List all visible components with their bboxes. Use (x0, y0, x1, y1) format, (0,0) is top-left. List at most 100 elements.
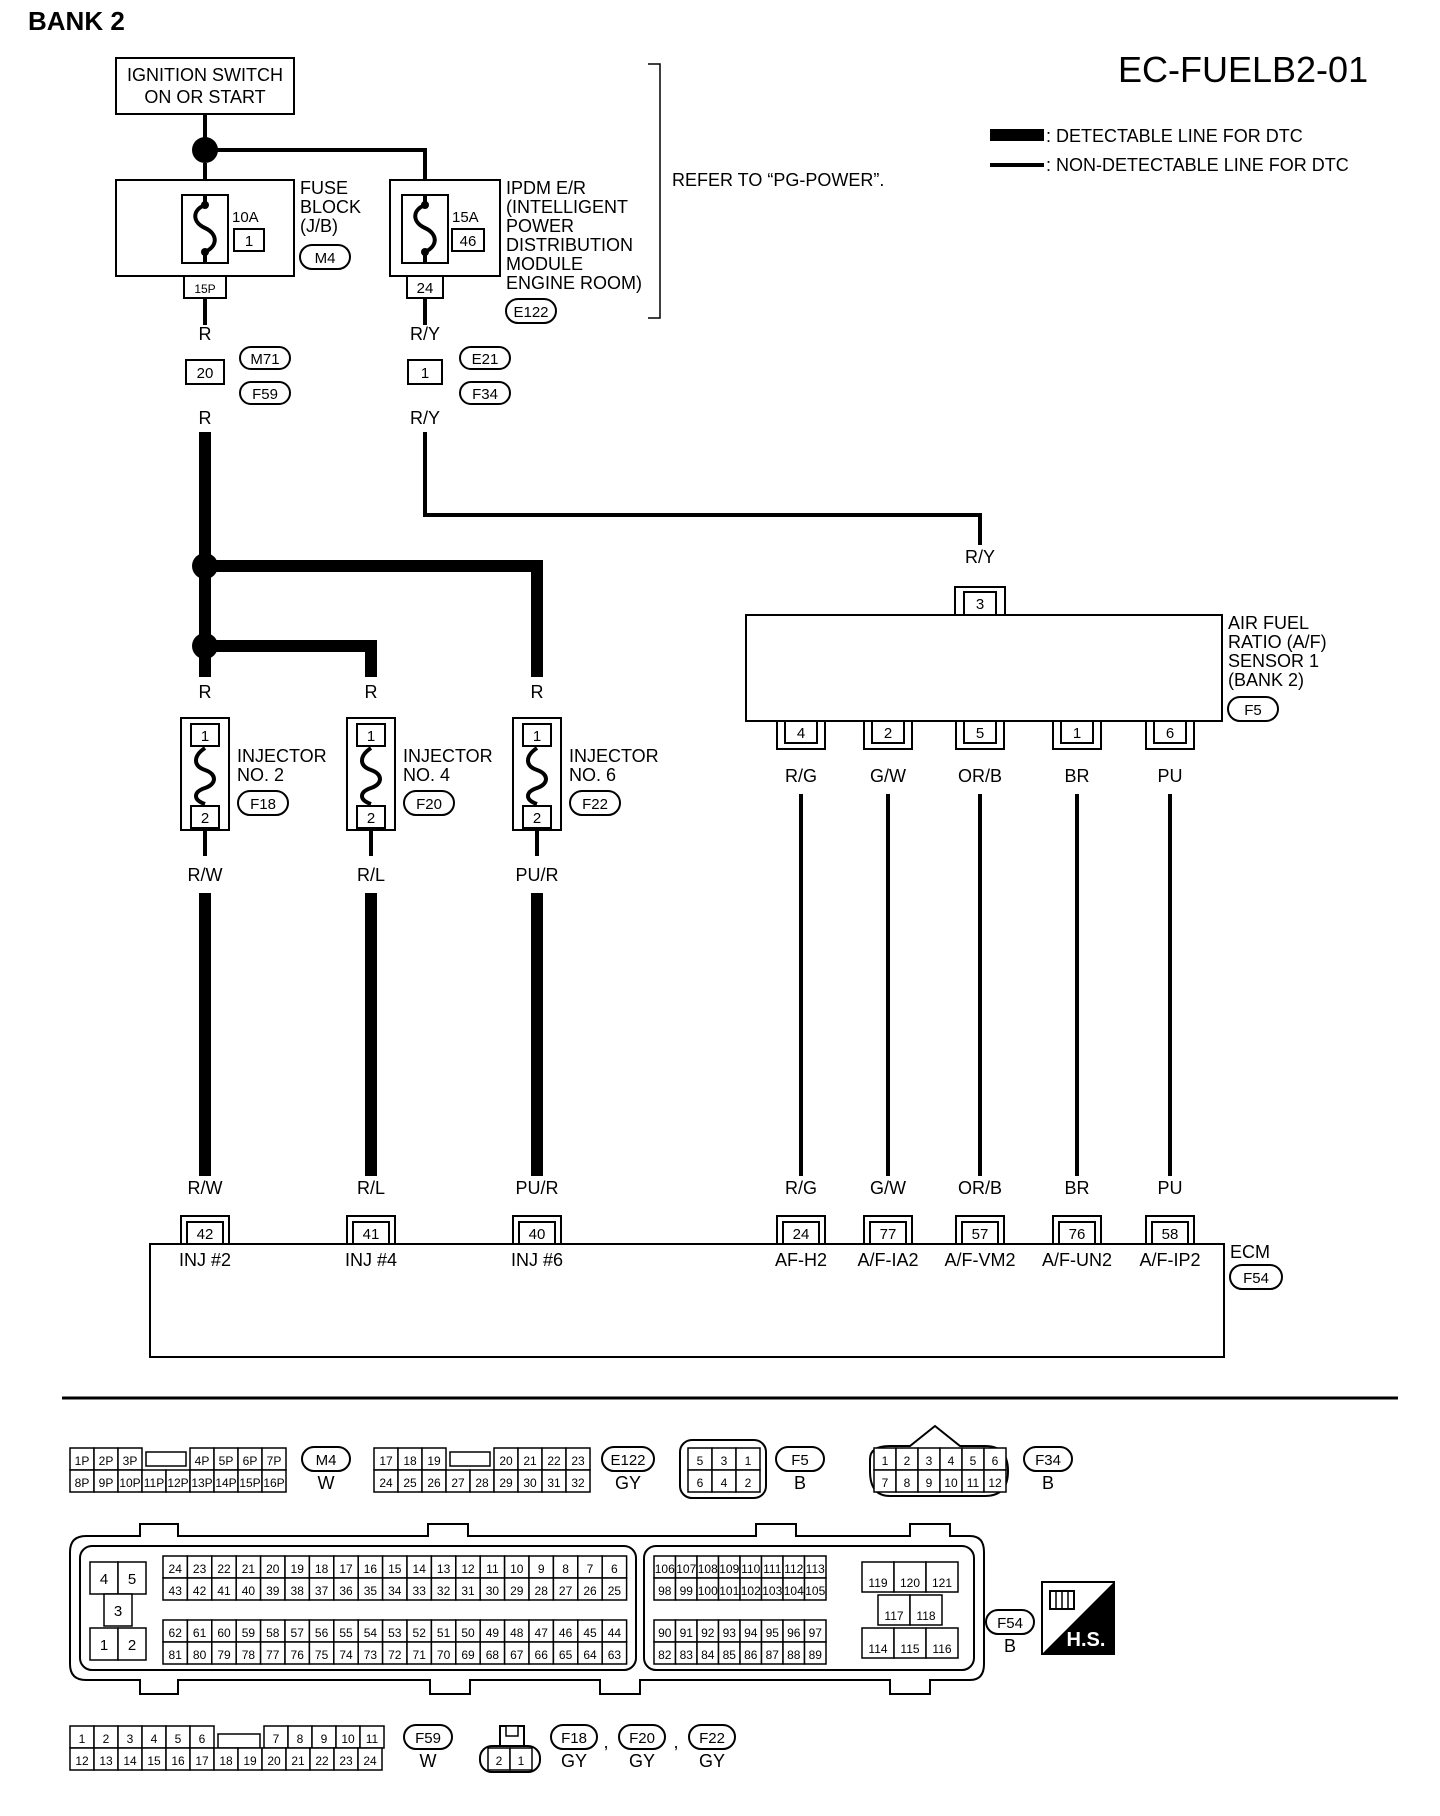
fuse-block: 10A 1 FUSE BLOCK (J/B) M4 15P (115, 178, 361, 299)
pin-cell: 21 (523, 1454, 537, 1468)
ipdm: 15A 46 IPDM E/R (INTELLIGENT POWER DISTR… (389, 178, 642, 324)
pin-cell: 119 (868, 1576, 887, 1590)
wire-color: OR/B (958, 766, 1002, 786)
connector-name: F59 (415, 1730, 441, 1747)
pin-cell: 121 (932, 1576, 952, 1590)
pin-cell: 100 (698, 1584, 718, 1598)
fuse-block-connector: M4 (315, 250, 336, 267)
splice-left: 20 M71 F59 R (185, 346, 291, 428)
pin-cell: 7P (267, 1454, 282, 1468)
connector-name: M4 (316, 1452, 337, 1469)
pin-cell: 118 (916, 1609, 935, 1623)
pin-cell: 94 (744, 1626, 758, 1640)
coil-icon (360, 746, 382, 806)
pin-cell: 28 (535, 1584, 549, 1598)
splice-connector: E21 (472, 351, 499, 368)
pin-cell: 90 (658, 1626, 672, 1640)
pin-cell: 68 (486, 1648, 500, 1662)
wire-color: R/L (357, 1178, 385, 1198)
fuse-block-label-2: BLOCK (300, 197, 361, 217)
splice-pin: 20 (197, 365, 214, 382)
pin-cell: 31 (547, 1476, 561, 1490)
connector-color: B (1042, 1473, 1054, 1493)
pin-cell: 4 (721, 1476, 728, 1490)
non-detectable-line-sample (990, 163, 1044, 167)
wire-color: R (531, 682, 544, 702)
pin-cell: 19 (243, 1754, 257, 1768)
connector-name: F5 (791, 1452, 809, 1469)
ipdm-number: 46 (460, 233, 477, 250)
pin-cell: 63 (608, 1648, 622, 1662)
pin-cell: 3 (721, 1454, 728, 1468)
pin-cell: 120 (900, 1576, 920, 1590)
pin-cell: 1 (745, 1454, 752, 1468)
legend: : DETECTABLE LINE FOR DTC : NON-DETECTAB… (990, 126, 1349, 175)
pin-cell: 67 (510, 1648, 524, 1662)
pin-cell: 106 (655, 1562, 675, 1576)
pin-cell: 91 (680, 1626, 694, 1640)
pin-cell: 29 (510, 1584, 524, 1598)
pin-cell: 61 (193, 1626, 207, 1640)
ipdm-label-5: MODULE (506, 254, 583, 274)
pin-cell: 16P (263, 1476, 284, 1490)
wire-color: R/G (785, 1178, 817, 1198)
ipdm-label-4: DISTRIBUTION (506, 235, 633, 255)
pin-cell: 19 (291, 1562, 305, 1576)
pin-cell: 12 (75, 1754, 89, 1768)
ecm-pin: 76A/F-UN2 (1042, 1215, 1112, 1270)
pin-cell: 12 (988, 1476, 1002, 1490)
pin-cell: 62 (169, 1626, 183, 1640)
ignition-line2: ON OR START (144, 87, 265, 107)
pin-cell: 35 (364, 1584, 378, 1598)
injector-name: INJECTOR (237, 746, 327, 766)
pin-cell: 29 (499, 1476, 513, 1490)
wire-color: PU/R (515, 1178, 558, 1198)
pin-cell: 9 (321, 1732, 328, 1746)
ecm-pin-number: 24 (793, 1226, 810, 1243)
pin-cell: 114 (868, 1642, 887, 1656)
injector-pin: 2 (201, 810, 209, 827)
pin-cell: 4P (195, 1454, 210, 1468)
pin-cell: 27 (559, 1584, 573, 1598)
pin-cell: 93 (723, 1626, 737, 1640)
splice-connector: F34 (472, 386, 498, 403)
pin-cell: 14P (215, 1476, 236, 1490)
af-sensor-wire: 4R/GR/G (776, 720, 826, 1198)
pin-cell: 80 (193, 1648, 207, 1662)
pin-cell: 2P (99, 1454, 114, 1468)
hs-label: H.S. (1067, 1629, 1106, 1651)
ecm-pin-number: 40 (529, 1226, 546, 1243)
pin-cell: 14 (413, 1562, 427, 1576)
injector-name: NO. 2 (237, 765, 284, 785)
pin-cell: 24 (363, 1754, 377, 1768)
connector-name: F22 (699, 1730, 725, 1747)
wire-color: OR/B (958, 1178, 1002, 1198)
refer-text: REFER TO “PG-POWER”. (672, 170, 884, 190)
pin-cell: 3 (127, 1732, 134, 1746)
pin-cell: 2 (745, 1476, 752, 1490)
ecm-pin-number: 41 (363, 1226, 380, 1243)
connector-color: GY (561, 1751, 587, 1771)
pin-cell: 2 (128, 1637, 136, 1654)
injector-pin: 1 (367, 728, 375, 745)
pin-cell: 44 (608, 1626, 622, 1640)
pin-cell: 1 (882, 1454, 889, 1468)
pin-cell: 39 (266, 1584, 280, 1598)
connector-name: F18 (561, 1730, 587, 1747)
pin-cell: 30 (486, 1584, 500, 1598)
ipdm-label-1: IPDM E/R (506, 178, 586, 198)
pin-cell: 42 (193, 1584, 207, 1598)
af-feed-pin: 3 (976, 596, 984, 613)
fuse-block-pin: 15P (194, 282, 215, 296)
injector-name: INJECTOR (403, 746, 493, 766)
wire-color: R/G (785, 766, 817, 786)
wire-color: G/W (870, 1178, 906, 1198)
injector-name: NO. 6 (569, 765, 616, 785)
splice-connector: F59 (252, 386, 278, 403)
pin-cell: 59 (242, 1626, 256, 1640)
key-slot (217, 1733, 261, 1749)
